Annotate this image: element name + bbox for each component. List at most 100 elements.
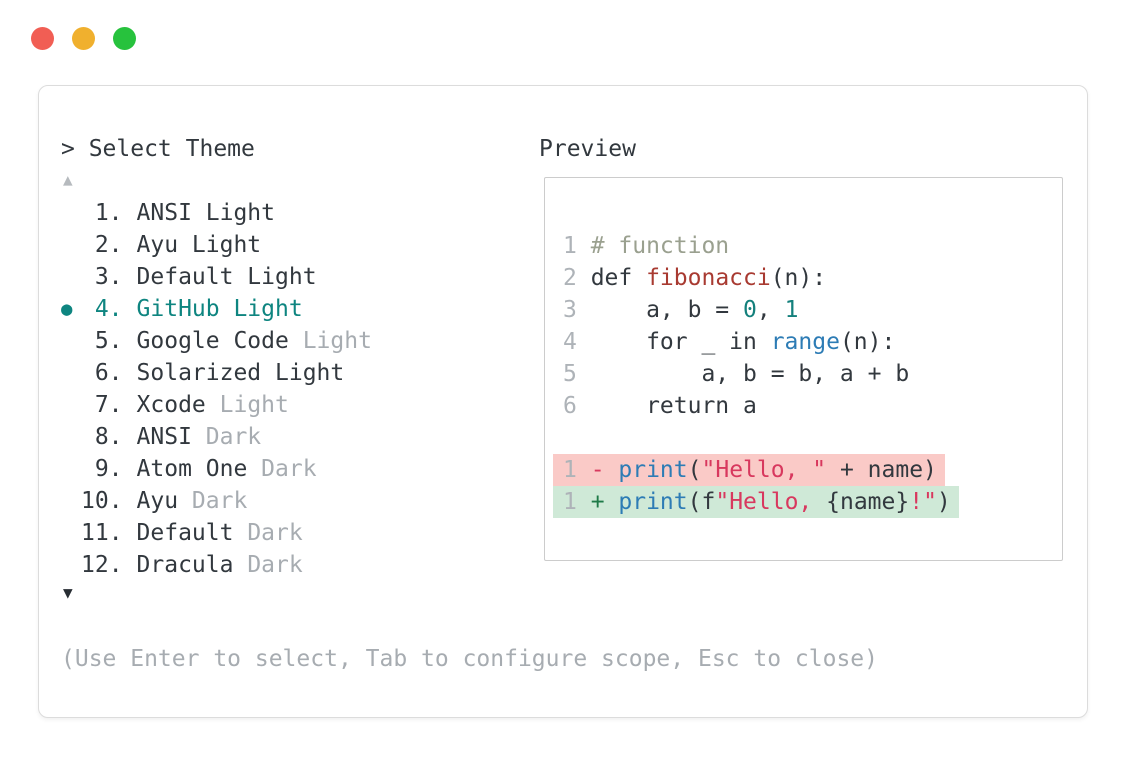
code-token: "Hello,	[715, 489, 827, 515]
theme-option-variant: Dark	[247, 456, 317, 482]
theme-option[interactable]: 3.Default Light	[61, 261, 372, 293]
theme-option[interactable]: 1.ANSI Light	[61, 197, 372, 229]
selected-bullet-icon	[61, 325, 81, 357]
theme-option-label: ANSI Light	[136, 200, 276, 226]
code-line-added: 1+ print(f"Hello, {name}!")	[553, 486, 1062, 518]
theme-option[interactable]: 9.Atom One Dark	[61, 453, 372, 485]
code-token: (n):	[770, 265, 827, 291]
code-token: range	[770, 329, 840, 355]
code-token: !"	[909, 489, 937, 515]
theme-option[interactable]: 6.Solarized Light	[61, 357, 372, 389]
code-line: 1 # function	[563, 230, 1062, 262]
theme-option-number: 8.	[94, 424, 123, 450]
scroll-up-icon[interactable]: ▲	[63, 170, 73, 189]
maximize-button[interactable]	[113, 27, 136, 50]
theme-option-label: Google Code	[136, 328, 289, 354]
theme-option-label: Default Light	[136, 264, 317, 290]
code-token: (n):	[839, 329, 896, 355]
code-token: 1	[784, 297, 799, 323]
code-token: +	[590, 489, 619, 515]
code-token: + name)	[826, 457, 937, 483]
line-number: 4	[563, 329, 577, 355]
theme-option-number: 11.	[81, 520, 123, 546]
minimize-button[interactable]	[72, 27, 95, 50]
theme-option[interactable]: ● 4. GitHub Light	[61, 293, 372, 325]
code-line: 2 def fibonacci(n):	[563, 262, 1062, 294]
code-token: {name}	[826, 489, 910, 515]
code-line	[563, 422, 1062, 454]
code-token: print	[618, 457, 688, 483]
selected-bullet-icon	[61, 453, 81, 485]
theme-option-label: Ayu	[136, 488, 179, 514]
selected-bullet-icon: ●	[61, 298, 73, 320]
theme-option-label: Default	[136, 520, 234, 546]
code-line: 6 return a	[563, 390, 1062, 422]
hint-text: (Use Enter to select, Tab to configure s…	[61, 646, 878, 672]
theme-option-number: 2.	[94, 232, 123, 258]
code-token: return a	[590, 393, 757, 419]
theme-option-variant: Light	[205, 392, 289, 418]
selected-bullet-icon	[61, 421, 81, 453]
theme-option[interactable]: 2. Ayu Light	[61, 229, 372, 261]
code-token: ,	[756, 297, 785, 323]
line-number: 1	[563, 489, 577, 515]
theme-option-variant: Light	[288, 328, 372, 354]
selected-bullet-icon	[61, 229, 81, 261]
theme-option-variant: Dark	[191, 424, 262, 450]
code-line: 3 a, b = 0, 1	[563, 294, 1062, 326]
window-controls	[31, 27, 136, 50]
theme-option-number: 12.	[81, 552, 123, 578]
theme-option-label: Dracula	[136, 552, 234, 578]
theme-option[interactable]: 12. Dracula Dark	[61, 549, 372, 581]
selected-bullet-icon	[61, 357, 81, 389]
selected-bullet-icon	[61, 517, 81, 549]
theme-option[interactable]: 7. Xcode Light	[61, 389, 372, 421]
code-token: def	[590, 265, 647, 291]
code-token: fibonacci	[646, 265, 771, 291]
code-token: a, b = b, a + b	[590, 361, 910, 387]
theme-option-number: 4.	[94, 296, 123, 322]
theme-option-number: 9.	[94, 456, 123, 482]
theme-option-label: Solarized Light	[136, 360, 345, 386]
scroll-down-icon[interactable]: ▼	[63, 583, 73, 602]
selected-bullet-icon	[61, 197, 81, 229]
theme-option-number: 5.	[94, 328, 123, 354]
theme-option[interactable]: 5. Google Code Light	[61, 325, 372, 357]
theme-option-variant: Dark	[178, 488, 248, 514]
theme-option[interactable]: 8.ANSI Dark	[61, 421, 372, 453]
line-number: 2	[563, 265, 577, 291]
line-number: 1	[563, 457, 577, 483]
code-line: 5 a, b = b, a + b	[563, 358, 1062, 390]
code-line: 4 for _ in range(n):	[563, 326, 1062, 358]
theme-option-number: 7.	[94, 392, 123, 418]
theme-option[interactable]: 10. Ayu Dark	[61, 485, 372, 517]
selected-bullet-icon	[61, 549, 81, 581]
theme-option-variant: Dark	[233, 520, 303, 546]
code-line-removed: 1- print("Hello, " + name)	[553, 454, 1062, 486]
theme-list: 1.ANSI Light 2. Ayu Light 3.Default Light ● 4…	[61, 197, 372, 581]
code-token: 0	[743, 297, 757, 323]
code-token: for _ in	[590, 329, 771, 355]
code-token: a, b =	[590, 297, 744, 323]
theme-option-label: GitHub Light	[136, 296, 303, 322]
theme-option-label: Xcode	[136, 392, 206, 418]
theme-option-label: Ayu Light	[136, 232, 262, 258]
line-number: 1	[563, 233, 577, 259]
theme-option[interactable]: 11. Default Dark	[61, 517, 372, 549]
code-token: )	[936, 489, 951, 515]
code-token: (	[687, 457, 702, 483]
line-number: 3	[563, 297, 577, 323]
theme-option-variant: Dark	[233, 552, 303, 578]
selected-bullet-icon	[61, 485, 81, 517]
close-button[interactable]	[31, 27, 54, 50]
selected-bullet-icon	[61, 261, 81, 293]
theme-option-number: 10.	[81, 488, 123, 514]
code-token: # function	[590, 233, 730, 259]
diff-highlight: 1- print("Hello, " + name)	[553, 454, 945, 486]
code-token: -	[590, 457, 619, 483]
code-token: print	[618, 489, 688, 515]
diff-highlight: 1+ print(f"Hello, {name}!")	[553, 486, 959, 518]
